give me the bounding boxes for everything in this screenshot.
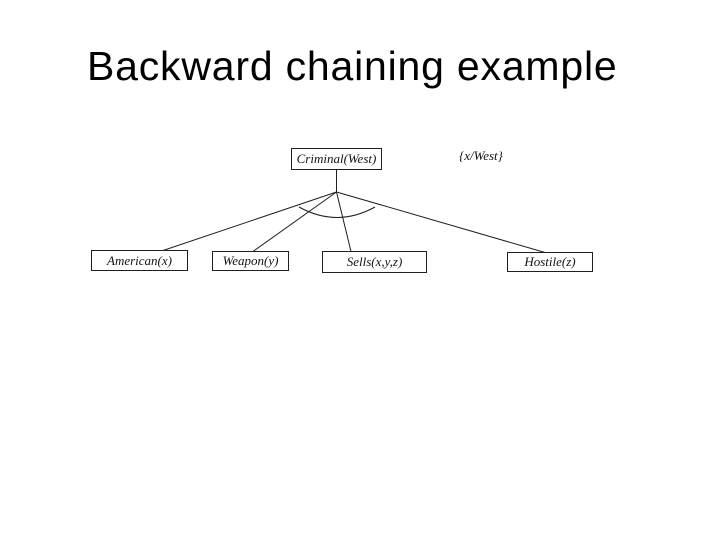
edge-vertex-to-american [162,191,337,251]
node-hostile-label: Hostile(z) [524,254,576,269]
node-criminal-west: Criminal(West) [291,148,382,170]
node-weapon-label: Weapon(y) [222,253,279,268]
edge-vertex-to-hostile [336,191,546,253]
node-american: American(x) [91,250,188,271]
node-weapon: Weapon(y) [212,251,289,271]
slide-title: Backward chaining example [87,43,618,89]
node-criminal-west-label: Criminal(West) [296,151,377,166]
substitution-label: {x/West} [459,148,503,163]
edge-vertex-to-weapon [252,191,337,252]
node-american-label: American(x) [107,252,172,268]
node-sells: Sells(x,y,z) [322,251,427,273]
and-arc [298,206,376,218]
node-hostile: Hostile(z) [507,252,593,272]
edge-vertex-to-sells [336,191,352,252]
node-sells-label: Sells(x,y,z) [346,254,403,269]
